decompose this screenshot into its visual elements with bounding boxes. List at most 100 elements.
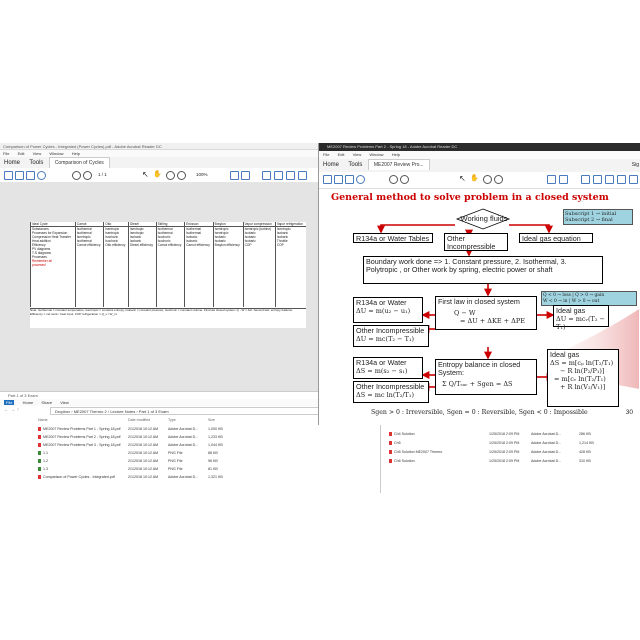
pdf-file-icon [389,441,392,446]
left-acrobat-window: Comparison of Power Cycles - Integrated … [0,143,318,391]
file-row[interactable]: ME2007 Review Problems Part 3 - Spring 1… [36,442,366,449]
zoom-in-icon[interactable] [494,175,503,184]
menu-window[interactable]: Window [369,152,384,157]
save-icon[interactable] [323,175,332,184]
tab-home[interactable]: Home [4,160,21,166]
menu-help[interactable]: Help [391,152,400,157]
right-explorer-window: Ch4 Solution 1/25/2018 2:09 PM Adobe Acr… [380,425,640,493]
zoom-level[interactable]: 100% [196,172,208,177]
save-icon[interactable] [4,171,13,180]
file-row[interactable]: 1.2 2/1/2018 10:12 AM PNG File 96 KB [36,458,366,465]
more-tools-icon[interactable] [629,175,638,184]
file-row[interactable]: ME2007 Review Problems Part 1 - Spring 1… [36,426,366,433]
file-size: 1,214 KB [579,441,594,445]
file-type: Adobe Acrobat D... [168,475,199,479]
select-cursor-icon[interactable]: ↖ [142,170,149,179]
page-indicator[interactable]: 1 / 1 [98,172,107,177]
menu-file[interactable]: File [323,152,330,157]
file-row[interactable]: Comparison of Power Cycles - Integrated.… [36,474,366,481]
page-up-icon[interactable] [389,175,398,184]
highlight-icon[interactable] [593,175,602,184]
highlight-icon[interactable] [274,171,283,180]
column-type[interactable]: Type [168,418,176,422]
menu-help[interactable]: Help [71,151,80,156]
zoom-in-icon[interactable] [177,171,186,180]
column-name[interactable]: Name [38,418,48,422]
water-du-box: R134a or Water ΔU = m(u₂ − u₁) [353,297,423,323]
page-up-icon[interactable] [72,171,81,180]
breadcrumb-item[interactable]: ME2007 Thermo 2 [73,409,107,414]
first-law-box: First law in closed system Q − W = ΔU + … [435,296,537,330]
left-menu-bar: File Edit View Window Help [0,150,318,157]
explorer-title: Part 1 of 3 Exam [0,391,380,399]
note-line: T-S diagrams [32,251,51,255]
email-icon[interactable] [26,171,35,180]
zoom-out-icon[interactable] [166,171,175,180]
comment-icon[interactable] [262,171,271,180]
sign-icon[interactable] [617,175,626,184]
email-icon[interactable] [345,175,354,184]
ideal-gas-equation-box: Ideal gas equation [519,233,593,243]
ideal-gas-du-equation: ΔU = mcᵥ(T₂ − T₁) [556,315,605,331]
draw-icon[interactable] [605,175,614,184]
water-label: R134a or Water [356,298,407,307]
sign-icon[interactable] [298,171,307,180]
file-row[interactable]: ME2007 Review Problems Part 2 - Spring 1… [36,434,366,441]
menu-edit[interactable]: Edit [17,151,25,156]
file-row[interactable]: Ch5 Solution ME2007 Thermo 1/25/2018 2:0… [381,449,640,456]
tab-document[interactable]: Comparison of Cycles [48,157,110,168]
ribbon-tab-file[interactable]: File [4,400,15,405]
table-cell: Isentropic (turbine) [242,226,276,231]
file-row[interactable]: 1.3 2/1/2018 10:12 AM PNG File 81 KB [36,466,366,473]
file-type: Adobe Acrobat D... [531,450,562,454]
menu-edit[interactable]: Edit [337,152,345,157]
ribbon-tab-home[interactable]: Home [22,400,34,405]
tab-tools[interactable]: Tools [29,160,44,166]
table-cell: Isothermal [74,226,104,231]
nav-arrows[interactable]: ← → ↑ [4,407,20,413]
table-cell: Carnot efficiency [155,243,185,247]
comment-icon[interactable] [581,175,590,184]
zoom-out-icon[interactable] [483,175,492,184]
select-cursor-icon[interactable]: ↖ [459,174,466,183]
menu-window[interactable]: Window [49,151,64,156]
tab-tools[interactable]: Tools [348,162,363,168]
search-icon[interactable] [356,175,365,184]
tab-document[interactable]: ME2007 Review Pro... [367,159,430,170]
file-row[interactable]: Ch6 Solution 1/25/2018 2:09 PM Adobe Acr… [381,458,640,465]
breadcrumb-item[interactable]: Part 1 of 3 Exam [138,409,169,414]
menu-file[interactable]: File [3,151,10,156]
scroll-mode-icon[interactable] [559,175,568,184]
ribbon-tab-share[interactable]: Share [41,400,53,405]
menu-view[interactable]: View [32,151,42,156]
ideal-gas-label: Ideal gas [556,306,586,315]
breadcrumb-item[interactable]: Dropbox [55,409,71,414]
file-row[interactable]: Ch4 Solution 1/25/2018 2:09 PM Adobe Acr… [381,431,640,438]
ideal-gas-ds-line: = m[cᵥ ln(T₂/T₁) [554,375,606,383]
column-date[interactable]: Date modified [128,418,151,422]
page-down-icon[interactable] [83,171,92,180]
ribbon-tab-view[interactable]: View [60,400,69,405]
sign-in-link[interactable]: Sig [631,162,639,168]
ideal-gas-ds-box: Ideal gas ΔS = m[cₚ ln(T₂/T₁) − R ln(P₂/… [547,349,619,407]
fit-page-icon[interactable] [547,175,556,184]
tab-home[interactable]: Home [323,162,340,168]
scroll-mode-icon[interactable] [241,171,250,180]
search-icon[interactable] [37,171,46,180]
print-icon[interactable] [15,171,24,180]
file-row[interactable]: Ch5 1/25/2018 2:09 PM Adobe Acrobat D...… [381,440,640,447]
print-icon[interactable] [334,175,343,184]
pdf-file-icon [38,475,41,480]
fit-page-icon[interactable] [230,171,239,180]
hand-tool-icon[interactable]: ✋ [470,175,479,182]
menu-view[interactable]: View [352,152,362,157]
table-cell: Isobaric [242,235,276,239]
file-row[interactable]: 1.1 2/1/2018 10:12 AM PNG File 88 KB [36,450,366,457]
draw-icon[interactable] [286,171,295,180]
page-down-icon[interactable] [400,175,409,184]
column-size[interactable]: Size [208,418,215,422]
slide-page-number: 30 [625,409,633,416]
breadcrumb-item[interactable]: Lecture Notes [110,409,136,414]
subscript-final: Subscript 2 → final [565,217,613,223]
hand-tool-icon[interactable]: ✋ [153,171,162,178]
